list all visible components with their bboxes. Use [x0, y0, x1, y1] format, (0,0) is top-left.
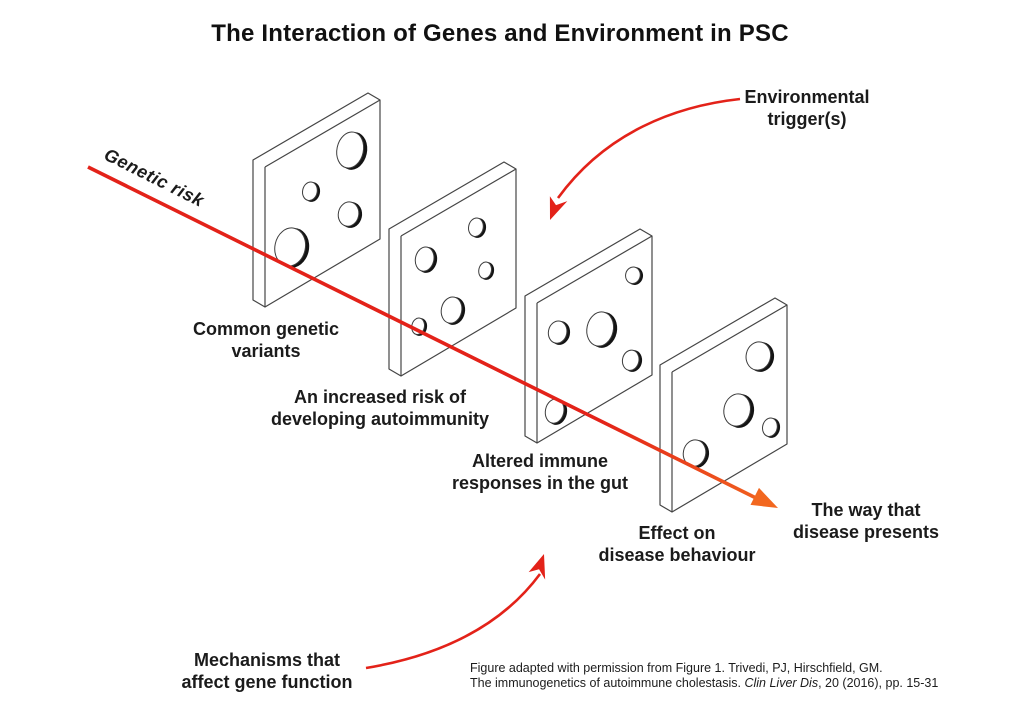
stage4-label: Effect on disease behaviour — [598, 523, 756, 565]
stage1-label: Common genetic variants — [192, 319, 340, 361]
genetic-risk-arrow — [87, 165, 778, 508]
environmental-trigger-arrowhead — [549, 196, 568, 220]
cheese-plate-2 — [388, 161, 517, 377]
cheese-plate-1 — [252, 92, 381, 308]
cheese-holes-1 — [274, 131, 368, 268]
cheese-plate-3 — [524, 228, 653, 444]
citation-line-2: The immunogenetics of autoimmune cholest… — [470, 675, 939, 690]
outcome-label: The way that disease presents — [792, 500, 940, 542]
stage3-label: Altered immune responses in the gut — [451, 451, 629, 493]
mechanisms-label: Mechanisms that affect gene function — [181, 650, 353, 692]
cheese-holes-2 — [411, 217, 495, 336]
cheese-holes-4 — [682, 341, 781, 468]
mechanisms-arrowhead — [528, 554, 546, 580]
stage2-label: An increased risk of developing autoimmu… — [270, 387, 490, 429]
citation-line-1: Figure adapted with permission from Figu… — [470, 661, 883, 675]
genetic-risk-arrowhead — [750, 487, 778, 508]
cheese-plate-4 — [659, 297, 788, 513]
citation-journal: Clin Liver Dis — [744, 675, 819, 690]
environmental-trigger-arrow — [549, 97, 741, 220]
citation: Figure adapted with permission from Figu… — [470, 661, 970, 690]
mechanisms-arrow — [365, 554, 546, 670]
environmental-trigger-label: Environmental trigger(s) — [744, 87, 870, 129]
figure-title: The Interaction of Genes and Environment… — [211, 20, 789, 47]
cheese-holes-3 — [544, 266, 644, 425]
